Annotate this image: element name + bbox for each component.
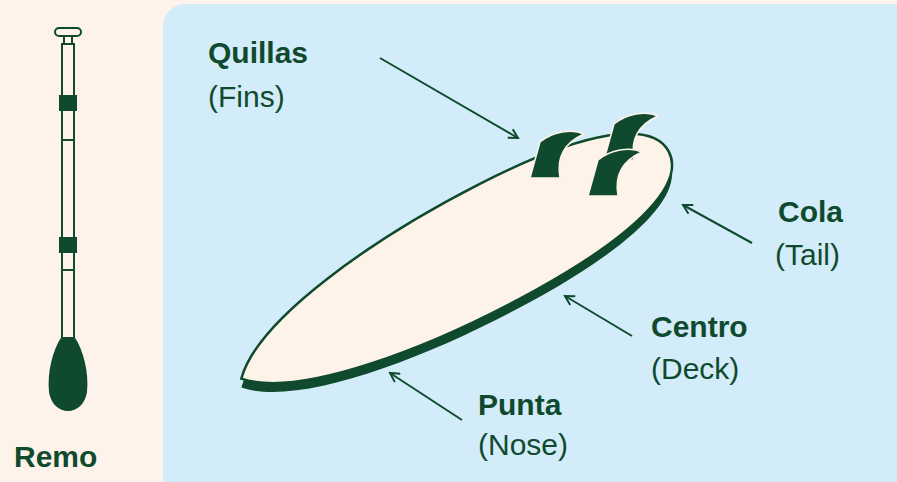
board-deck: [213, 98, 697, 431]
blue-panel: [163, 4, 897, 482]
paddle: [50, 28, 87, 410]
part-name: Punta: [478, 388, 561, 423]
part-name: Cola: [778, 195, 843, 230]
part-translation: (Deck): [651, 352, 739, 387]
leader-lines: [380, 58, 752, 420]
part-translation: (Nose): [478, 428, 568, 463]
part-name: Remo: [14, 440, 97, 475]
part-translation: (Fins): [208, 80, 285, 115]
fins: [530, 113, 658, 196]
part-name: Quillas: [208, 36, 308, 71]
part-name: Centro: [651, 310, 748, 345]
part-translation: (Tail): [775, 238, 840, 273]
